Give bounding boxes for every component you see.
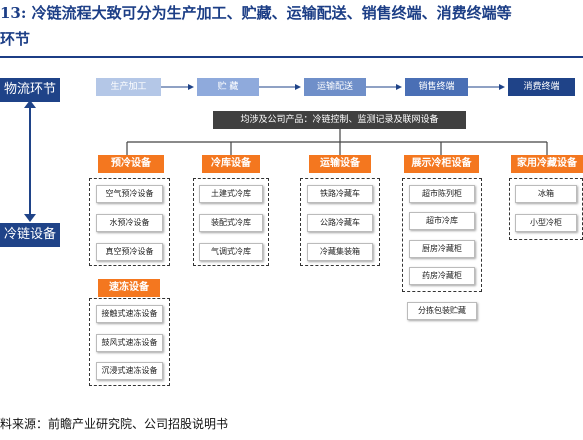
- item-contact-freeze: 接触式速冻设备: [96, 305, 163, 323]
- item-reefer-container: 冷藏集装箱: [307, 243, 373, 261]
- item-kitchen-fridge: 厨房冷藏柜: [409, 240, 475, 258]
- side-label-equipment: 冷链设备: [0, 223, 60, 247]
- side-arrow-down: [24, 214, 36, 222]
- category-display: 展示冷柜设备: [404, 155, 479, 173]
- title-rule: [0, 56, 583, 58]
- item-air-precool: 空气预冷设备: [96, 185, 163, 203]
- stage-transport: 运输配送: [304, 78, 366, 96]
- item-sorting-packing: 分拣包装贮藏: [407, 302, 477, 320]
- item-pharmacy-fridge: 药房冷藏柜: [409, 267, 475, 285]
- item-immersion-freeze: 沉浸式速冻设备: [96, 362, 163, 380]
- stage-consumer: 消费终端: [508, 78, 575, 96]
- product-coverage-bar: 均涉及公司产品：冷链控制、监测记录及联网设备: [213, 111, 466, 129]
- group-coldroom: [193, 178, 269, 266]
- item-assembled-coldroom: 装配式冷库: [199, 214, 263, 232]
- category-precool: 预冷设备: [98, 155, 164, 173]
- category-transport: 运输设备: [309, 155, 371, 173]
- item-vacuum-precool: 真空预冷设备: [96, 243, 163, 261]
- group-freeze: [89, 298, 170, 386]
- stage-retail: 销售终端: [405, 78, 468, 96]
- group-display: [402, 178, 482, 292]
- figure-title-line1: 13: 冷链流程大致可分为生产加工、贮藏、运输配送、销售终端、消费终端等: [0, 4, 512, 22]
- item-rail-reefer: 铁路冷藏车: [307, 185, 373, 203]
- item-supermarket-display: 超市陈列柜: [409, 185, 475, 203]
- side-arrow-up: [24, 100, 36, 108]
- source-note: 料来源：前瞻产业研究院、公司招股说明书: [0, 417, 229, 431]
- item-water-precool: 水预冷设备: [96, 214, 163, 232]
- stage-storage: 贮 藏: [197, 78, 259, 96]
- item-road-reefer: 公路冷藏车: [307, 214, 373, 232]
- item-supermarket-coldroom: 超市冷库: [409, 212, 475, 230]
- group-transport: [300, 178, 380, 266]
- side-label-process: 物流环节: [0, 78, 60, 102]
- item-ca-coldroom: 气调式冷库: [199, 243, 263, 261]
- stage-production: 生产加工: [96, 78, 161, 96]
- item-civil-coldroom: 土建式冷库: [199, 185, 263, 203]
- category-home: 家用冷藏设备: [511, 155, 583, 173]
- category-coldroom: 冷库设备: [202, 155, 260, 173]
- category-freeze: 速冻设备: [98, 279, 160, 297]
- group-precool: [89, 178, 170, 266]
- item-blast-freeze: 鼓风式速冻设备: [96, 334, 163, 352]
- item-refrigerator: 冰箱: [515, 185, 577, 203]
- item-small-freezer: 小型冷柜: [515, 214, 577, 232]
- figure-title-line2: 环节: [0, 30, 31, 48]
